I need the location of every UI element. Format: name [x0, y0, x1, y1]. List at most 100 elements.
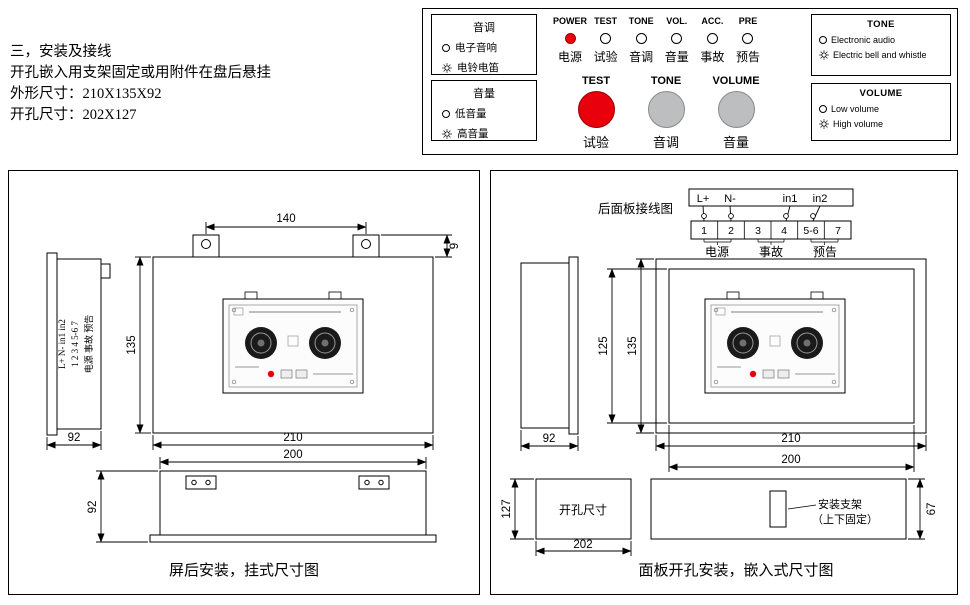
lamp-icon — [819, 50, 829, 60]
option-label: Low volume — [831, 104, 880, 114]
right-drawing-caption: 面板开孔安装，嵌入式尺寸图 — [638, 561, 833, 579]
device-switch — [295, 369, 308, 379]
bottom-view — [650, 478, 907, 540]
test-led-icon — [600, 33, 612, 44]
screw — [231, 307, 237, 313]
embedded-mount-drawing-box: 后面板接线图 L+ N- in1 in2 — [490, 170, 958, 595]
dim-140-label: 140 — [276, 213, 295, 225]
option-label: 电铃电笛 — [457, 63, 499, 74]
terminal-top-Lplus: L+ — [697, 193, 710, 205]
button-label-en: TONE — [650, 75, 682, 87]
side-terminal-row1: L+ N- in1 in2 — [57, 319, 67, 369]
device-power-led — [749, 370, 757, 378]
dim-210-label: 210 — [781, 433, 800, 445]
embedded-mount-drawing: 后面板接线图 L+ N- in1 in2 — [501, 188, 938, 579]
volume-group-cn-title: 音量 — [473, 88, 495, 100]
indicator-label-zh: 音量 — [664, 50, 689, 64]
option-bell-whistle-en: Electric bell and whistle — [819, 50, 950, 60]
button-label-en: VOLUME — [712, 75, 760, 87]
terminal-group-accident: 事故 — [759, 244, 783, 259]
radio-icon — [819, 36, 827, 44]
bracket-plate — [185, 475, 217, 490]
option-label: High volume — [833, 119, 884, 129]
intro-line-4: 开孔尺寸：202X127 — [10, 107, 137, 123]
indicator-row: POWER 电源 TEST 试验 TONE 音调 VOL. 音量 ACC. — [553, 16, 765, 65]
bracket-plate — [358, 475, 390, 490]
screw — [831, 379, 837, 385]
dim-135-label: 135 — [126, 335, 138, 354]
intro-line-2: 开孔嵌入用支架固定或用附件在盘后悬挂 — [10, 65, 271, 81]
screw — [349, 307, 355, 313]
indicator-prewarn: PRE 预告 — [731, 16, 765, 65]
dim-200-label: 200 — [781, 454, 800, 466]
volume-button — [717, 91, 755, 128]
terminal-group-prewarn: 预告 — [813, 245, 837, 259]
dim-92-side-label: 92 — [68, 432, 81, 444]
tone-button — [647, 91, 685, 128]
option-label: 低音量 — [455, 109, 487, 120]
option-label: 高音量 — [457, 129, 489, 140]
accident-led-icon — [706, 33, 718, 44]
screw — [831, 307, 837, 313]
indicator-volume: VOL. 音量 — [660, 16, 694, 65]
option-electronic-audio-en: Electronic audio — [819, 35, 950, 45]
dim-92-depth-label: 92 — [87, 501, 99, 514]
radio-icon — [819, 105, 827, 113]
terminal-top-Nminus: N- — [724, 193, 736, 205]
tone-button-group: TONE 音调 — [637, 75, 695, 151]
dim-200-label: 200 — [283, 449, 302, 461]
volume-group-cn: 音量 低音量 高音量 — [431, 80, 537, 141]
option-label: 电子音响 — [455, 43, 497, 54]
dim-92-side-label: 92 — [543, 433, 556, 445]
button-label-zh: 试验 — [582, 135, 609, 150]
screw — [349, 379, 355, 385]
terminal-cell-3: 3 — [755, 225, 761, 237]
dimension-labels: 140 9 135 210 92 200 92 — [68, 213, 461, 513]
volume-group-en-title: VOLUME — [859, 88, 903, 99]
side-terminal-row2: 1 2 3 4 5-6 7 — [70, 321, 80, 367]
mounting-bracket — [769, 490, 787, 528]
cutout-label: 开孔尺寸 — [559, 503, 607, 517]
screw — [713, 307, 719, 313]
device-power-led — [267, 370, 275, 378]
side-view-terminal-text: L+ N- in1 in2 1 2 3 4 5-6 7 电源 事故 预告 — [57, 315, 94, 374]
tone-group-cn-title: 音调 — [473, 22, 495, 34]
indicator-tone: TONE 音调 — [624, 16, 658, 65]
option-label: Electronic audio — [831, 35, 896, 45]
terminal-top-in2: in2 — [813, 193, 828, 205]
rear-mount-drawing-box: L+ N- in1 in2 1 2 3 4 5-6 7 电源 事故 预告 — [8, 170, 480, 595]
lamp-icon — [819, 119, 829, 129]
device-switch — [280, 369, 293, 379]
indicator-label-zh: 试验 — [593, 50, 618, 64]
dimension-lines — [510, 258, 927, 556]
prewarn-led-icon — [742, 33, 754, 44]
rear-mount-drawing: L+ N- in1 in2 1 2 3 4 5-6 7 电源 事故 预告 — [46, 213, 461, 579]
dim-67-label: 67 — [926, 503, 938, 516]
intro-text: 三，安装及接线 开孔嵌入用支架固定或用附件在盘后悬挂 外形尺寸：210X135X… — [10, 42, 271, 126]
lamp-icon — [442, 62, 452, 73]
tone-group-en-title: TONE — [867, 19, 895, 30]
dim-210-label: 210 — [283, 432, 302, 444]
cutout-view: 开孔尺寸 — [535, 478, 632, 540]
power-led-icon — [564, 33, 576, 44]
volume-group-en: VOLUME Low volume High volume — [811, 83, 951, 141]
screw — [713, 379, 719, 385]
front-panel-diagram: 音调 电子音响 电铃电笛 音量 低音量 高音量 POWER — [422, 8, 958, 155]
screw — [231, 379, 237, 385]
volume-button-group: VOLUME 音量 — [707, 75, 765, 151]
terminal-cell-1: 1 — [701, 225, 707, 237]
indicator-label-en: TEST — [594, 16, 618, 26]
button-label-en: TEST — [581, 75, 611, 87]
dim-125-label: 125 — [598, 336, 610, 355]
indicator-label-zh: 预告 — [735, 50, 760, 64]
tone-group-cn: 音调 电子音响 电铃电笛 — [431, 14, 537, 75]
terminal-cell-7: 7 — [835, 225, 841, 237]
indicator-label-zh: 事故 — [700, 50, 725, 64]
dim-9-label: 9 — [449, 243, 461, 249]
bracket-hole — [201, 239, 211, 249]
dim-135-label: 135 — [627, 336, 639, 355]
indicator-label-zh: 电源 — [557, 50, 582, 64]
leader-line — [787, 504, 817, 510]
indicator-label-en: PRE — [738, 16, 758, 26]
